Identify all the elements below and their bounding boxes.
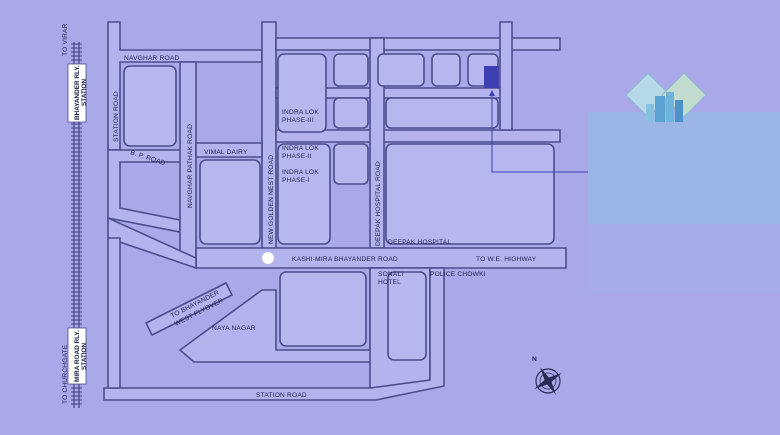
junction-road bbox=[107, 216, 197, 270]
info-panel bbox=[588, 112, 780, 224]
compass-rose-icon bbox=[534, 367, 562, 395]
diamond-logo-icon bbox=[625, 72, 707, 122]
new-golden-nest-road-label: NEW GOLDEN NEST ROAD bbox=[268, 155, 275, 244]
indralok-phase3-label-1: INDRA LOK bbox=[282, 109, 319, 116]
mira-road-connector bbox=[107, 237, 121, 389]
navghar-road-label: NAVGHAR ROAD bbox=[124, 55, 179, 62]
to-virar-label: TO VIRAR bbox=[62, 23, 69, 56]
info-panel-shadow bbox=[588, 224, 780, 294]
mira-road-station-label-1: MIRA ROAD RLY. bbox=[74, 330, 81, 382]
bhayander-station-label-2: STATION bbox=[81, 79, 88, 106]
flyover bbox=[144, 281, 234, 337]
compass-north-label: N bbox=[532, 356, 537, 363]
station-road-bottom-label: STATION ROAD bbox=[256, 392, 307, 399]
vimal-dairy-road bbox=[195, 142, 263, 158]
station-road-bottom bbox=[103, 267, 445, 401]
city-blocks bbox=[123, 53, 555, 361]
vimal-dairy-label: VIMAL DAIRY bbox=[204, 149, 248, 156]
police-chowki-label: POLICE CHOWKI bbox=[430, 271, 486, 278]
station-road-label: STATION ROAD bbox=[113, 91, 120, 142]
bp-road bbox=[107, 149, 191, 233]
deepak-hospital-road-label: DEEPAK HOSPITAL ROAD bbox=[375, 161, 382, 246]
navghar-pathak-road-label: NAVGHAR PATHAK ROAD bbox=[187, 124, 194, 208]
to-churchgate-label: TO CHURCHGATE bbox=[62, 344, 69, 404]
mira-road-station-label-2: STATION bbox=[81, 343, 88, 370]
east-vertical-road bbox=[499, 21, 513, 131]
naya-nagar-label: NAYA NAGAR bbox=[212, 325, 256, 332]
indralok-phase2-label-2: PHASE-II bbox=[282, 153, 312, 160]
indralok-road-top bbox=[275, 37, 561, 51]
indralok-phase3-label-2: PHASE-III bbox=[282, 117, 314, 124]
indralok-phase1-label-1: INDRA LOK bbox=[282, 169, 319, 176]
mira-road-station-box: MIRA ROAD RLY. STATION bbox=[67, 327, 88, 385]
bhayander-station-label-1: BHAYANDER RLY. bbox=[74, 65, 81, 120]
landmark-dot bbox=[262, 252, 274, 264]
sonali-hotel-label-1: SONALI bbox=[378, 271, 403, 278]
indralok-road-3 bbox=[275, 129, 561, 143]
site-location-marker bbox=[484, 66, 499, 88]
deepak-hospital-label: DEEPAK HOSPITAL bbox=[388, 239, 451, 246]
site-pointer-line bbox=[489, 90, 588, 173]
indralok-phase2-label-1: INDRA LOK bbox=[282, 145, 319, 152]
indralok-phase1-label-2: PHASE-I bbox=[282, 177, 310, 184]
bhayander-station-box: BHAYANDER RLY. STATION bbox=[67, 63, 88, 123]
sonali-hotel-label-2: HOTEL bbox=[378, 279, 401, 286]
to-we-highway-label: TO W.E. HIGHWAY bbox=[476, 256, 537, 263]
kashi-mira-road-label: KASHI-MIRA BHAYANDER ROAD bbox=[292, 256, 398, 263]
